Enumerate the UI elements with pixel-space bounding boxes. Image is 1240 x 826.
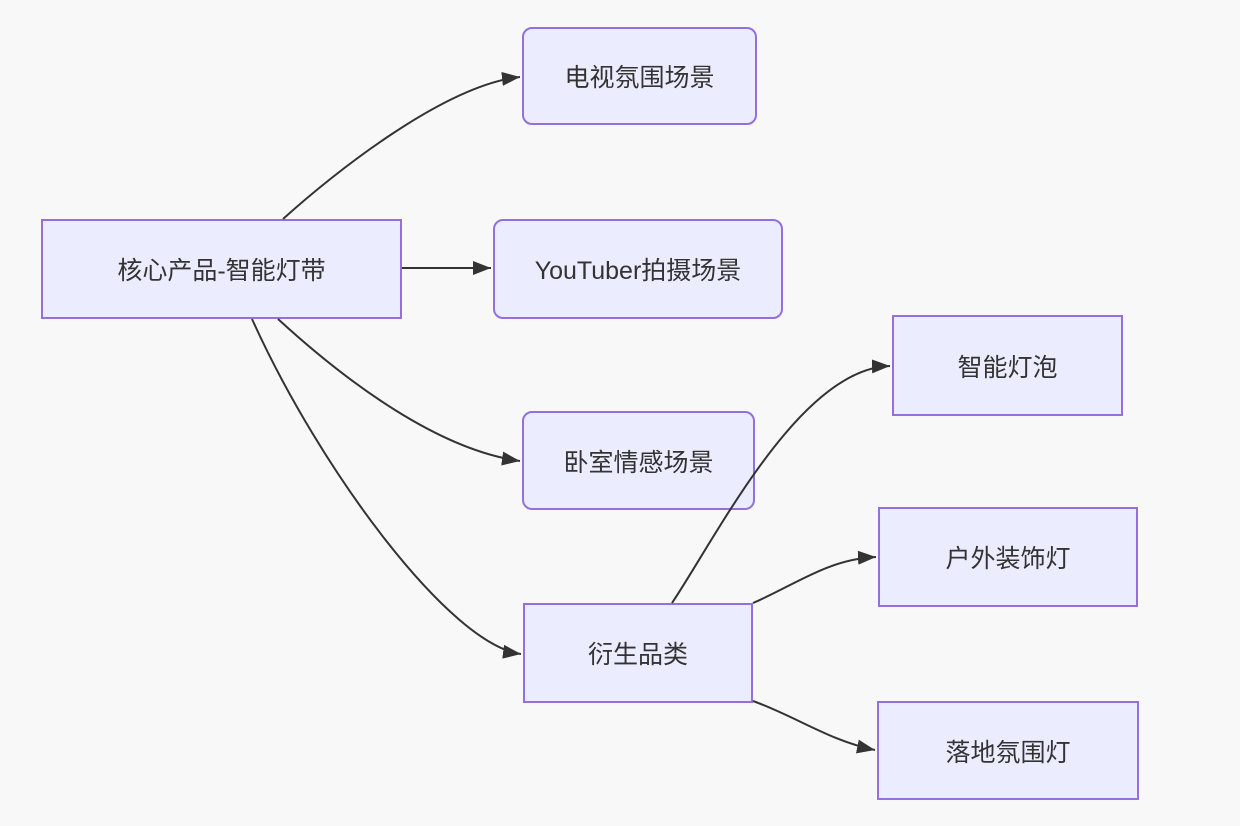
node-core-product-label: 核心产品-智能灯带 (117, 257, 326, 285)
node-youtuber-shooting-scene: YouTuber拍摄场景 (493, 219, 783, 319)
node-derivative-category: 衍生品类 (523, 603, 753, 703)
node-outdoor-decorative-light: 户外装饰灯 (878, 507, 1138, 607)
edge-derivative-to-outdoor (752, 550, 877, 604)
node-core-product: 核心产品-智能灯带 (41, 219, 402, 319)
node-bedroom-emotion-scene: 卧室情感场景 (522, 411, 755, 510)
node-outdoor-decorative-light-label: 户外装饰灯 (945, 545, 1071, 573)
node-derivative-category-label: 衍生品类 (587, 641, 688, 669)
node-tv-ambiance-scene-label: 电视氛围场景 (564, 64, 715, 92)
node-bedroom-emotion-scene-label: 卧室情感场景 (563, 448, 714, 477)
edge-core-to-tv (282, 71, 521, 220)
edge-core-to-bedroom (277, 318, 521, 466)
node-floor-ambiance-lamp-label: 落地氛围灯 (945, 738, 1071, 767)
node-smart-bulb-label: 智能灯泡 (957, 353, 1058, 382)
node-youtuber-shooting-scene-label: YouTuber拍摄场景 (534, 257, 742, 285)
node-floor-ambiance-lamp: 落地氛围灯 (877, 701, 1139, 800)
node-tv-ambiance-scene: 电视氛围场景 (522, 27, 757, 125)
edge-derivative-to-floor (752, 700, 876, 754)
node-smart-bulb: 智能灯泡 (892, 315, 1123, 416)
edge-core-to-derivative (251, 318, 522, 659)
